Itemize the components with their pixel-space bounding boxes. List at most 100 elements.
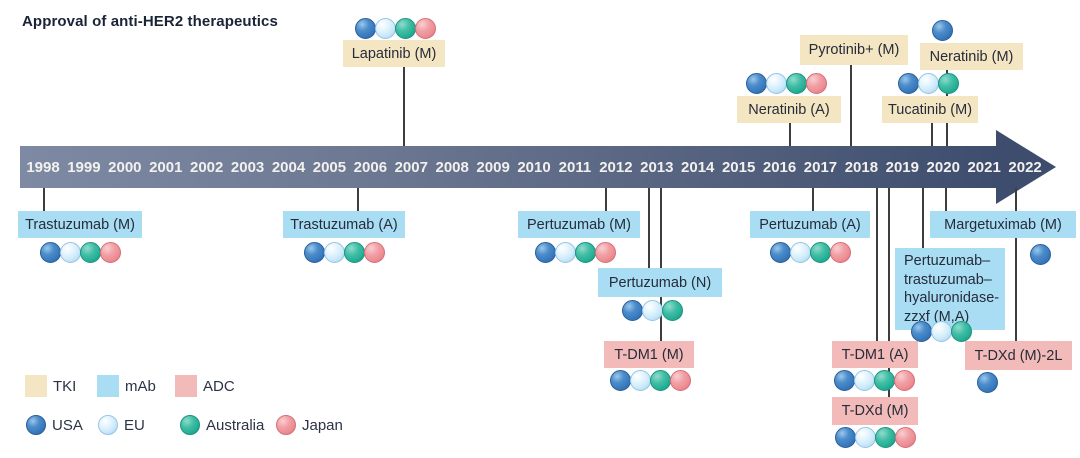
connector-t-dm1-a	[876, 188, 878, 341]
connector-t-dm1-m	[660, 188, 662, 341]
label-margetuximab-m: Margetuximab (M)	[930, 211, 1076, 238]
usa-dot	[745, 73, 767, 94]
year-label-2009: 2009	[476, 159, 510, 176]
year-label-2018: 2018	[844, 159, 879, 176]
year-label-2022: 2022	[1008, 159, 1042, 176]
japan-dot	[805, 73, 827, 94]
legend-category-label-tki: TKI	[53, 377, 77, 395]
connector-neratinib-a	[789, 123, 791, 146]
year-label-2013: 2013	[640, 159, 674, 176]
year-label-2000: 2000	[108, 159, 142, 176]
year-label-2019: 2019	[885, 159, 919, 176]
connector-t-dxd-m	[888, 188, 890, 397]
eu-dot	[641, 300, 663, 321]
japan-dot	[893, 370, 915, 391]
year-label-2006: 2006	[353, 159, 388, 176]
year-label-2012: 2012	[599, 159, 633, 176]
legend-region-label-japan: Japan	[302, 416, 343, 434]
region-dots-margetuximab-m	[1029, 244, 1051, 265]
region-dots-t-dxd-m	[834, 427, 916, 448]
usa-dot	[897, 73, 919, 94]
year-label-2010: 2010	[517, 159, 551, 176]
legend-category-tki: TKI	[25, 375, 76, 397]
usa-dot	[910, 321, 932, 342]
year-label-1998: 1998	[26, 159, 60, 176]
label-pertuzumab-m: Pertuzumab (M)	[518, 211, 640, 238]
usa-dot	[1029, 244, 1051, 265]
legend-region-label-australia: Australia	[206, 416, 265, 434]
eu-dot	[930, 321, 952, 342]
japan-dot	[414, 18, 436, 39]
australia-dot	[785, 73, 807, 94]
usa-dot	[833, 370, 855, 391]
australia-dot	[343, 242, 365, 263]
year-label-2014: 2014	[681, 159, 715, 176]
label-trastuzumab-m: Trastuzumab (M)	[18, 211, 142, 238]
region-dots-trastuzumab-a	[303, 242, 385, 263]
eu-dot	[789, 242, 811, 263]
label-neratinib-m: Neratinib (M)	[920, 43, 1023, 70]
timeline-bar	[20, 146, 997, 188]
legend-category-label-adc: ADC	[203, 377, 235, 395]
region-dots-neratinib-m	[931, 20, 953, 41]
connector-tucatinib-m	[931, 123, 933, 146]
eu-dot	[629, 370, 651, 391]
australia-dot	[649, 370, 671, 391]
japan-dot	[829, 242, 851, 263]
australia-dot	[873, 370, 895, 391]
region-dots-t-dm1-a	[833, 370, 915, 391]
usa-dot	[769, 242, 791, 263]
connector-pertuzumab-trastuzumab-hyaluronidase-zzxf	[922, 188, 924, 248]
usa-dot	[976, 372, 998, 393]
year-label-2005: 2005	[312, 159, 347, 176]
region-dots-pertuzumab-m	[534, 242, 616, 263]
eu-dot	[853, 370, 875, 391]
eu-dot	[59, 242, 81, 263]
region-dots-tucatinib-m	[897, 73, 959, 94]
year-label-2001: 2001	[149, 159, 183, 176]
eu-dot	[917, 73, 939, 94]
connector-trastuzumab-a	[357, 188, 359, 211]
legend-category-mab: mAb	[97, 375, 156, 397]
usa-dot	[621, 300, 643, 321]
australia-dot	[874, 427, 896, 448]
legend-region-eu: EU	[98, 415, 145, 435]
tki-swatch	[25, 375, 47, 397]
connector-pertuzumab-n	[648, 188, 650, 268]
connector-margetuximab-m	[945, 188, 947, 211]
year-label-2007: 2007	[394, 159, 428, 176]
legend-region-australia: Australia	[180, 415, 264, 435]
usa-dot	[534, 242, 556, 263]
label-t-dxd-m: T-DXd (M)	[832, 397, 918, 425]
eu-dot	[323, 242, 345, 263]
label-neratinib-a: Neratinib (A)	[737, 96, 841, 123]
legend-region-usa: USA	[26, 415, 83, 435]
australia-dot	[661, 300, 683, 321]
australia-dot	[394, 18, 416, 39]
year-label-2021: 2021	[967, 159, 1001, 176]
usa-dot	[354, 18, 376, 39]
legend-region-japan: Japan	[276, 415, 343, 435]
region-dots-neratinib-a	[745, 73, 827, 94]
eu-dot	[854, 427, 876, 448]
japan-dot	[363, 242, 385, 263]
usa-dot	[303, 242, 325, 263]
connector-lapatinib-m	[403, 67, 405, 146]
year-label-2004: 2004	[271, 159, 306, 176]
label-trastuzumab-a: Trastuzumab (A)	[283, 211, 405, 238]
japan-dot	[669, 370, 691, 391]
usa-dot	[39, 242, 61, 263]
japan-dot	[276, 415, 296, 435]
legend-category-adc: ADC	[175, 375, 235, 397]
japan-dot	[594, 242, 616, 263]
region-dots-t-dm1-m	[609, 370, 691, 391]
eu-dot	[554, 242, 576, 263]
year-label-1999: 1999	[67, 159, 101, 176]
usa-dot	[26, 415, 46, 435]
australia-dot	[950, 321, 972, 342]
label-pertuzumab-a: Pertuzumab (A)	[750, 211, 870, 238]
usa-dot	[931, 20, 953, 41]
label-lapatinib-m: Lapatinib (M)	[343, 40, 445, 67]
region-dots-pertuzumab-n	[621, 300, 683, 321]
